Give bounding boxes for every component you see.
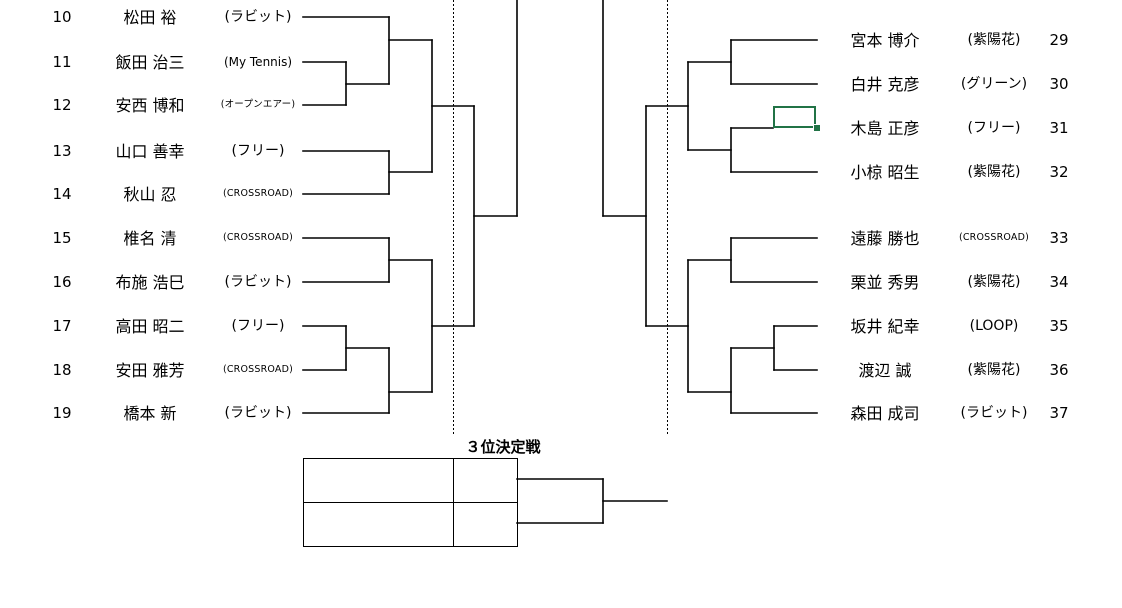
player-seed-number: 37	[1049, 404, 1069, 422]
player-name: 坂井 紀幸	[850, 317, 920, 336]
player-club: (フリー)	[231, 318, 285, 334]
player-name: 宮本 博介	[850, 31, 920, 50]
player-name: 秋山 忍	[123, 185, 177, 204]
player-club: (紫陽花)	[967, 32, 1021, 48]
player-club: (My Tennis)	[223, 55, 293, 69]
player-seed-number: 29	[1049, 31, 1069, 49]
player-seed-number: 13	[52, 142, 72, 160]
player-name: 椎名 清	[123, 229, 177, 248]
player-seed-number: 31	[1049, 119, 1069, 137]
player-name: 遠藤 勝也	[850, 229, 920, 248]
selected-cell[interactable]	[773, 106, 816, 128]
player-seed-number: 15	[52, 229, 72, 247]
player-name: 布施 浩巳	[115, 273, 185, 292]
player-name: 森田 成司	[850, 404, 920, 423]
player-name: 渡辺 誠	[858, 361, 912, 380]
player-club: (CROSSROAD)	[222, 364, 294, 375]
player-club: (グリーン)	[960, 76, 1028, 92]
third-place-score-cell[interactable]	[453, 458, 518, 503]
player-seed-number: 11	[52, 53, 72, 71]
player-seed-number: 16	[52, 273, 72, 291]
player-club: (オープンエアー)	[220, 99, 296, 110]
player-seed-number: 14	[52, 185, 72, 203]
player-club: (CROSSROAD)	[222, 188, 294, 199]
player-name: 安西 博和	[115, 96, 185, 115]
player-seed-number: 18	[52, 361, 72, 379]
player-name: 松田 裕	[123, 8, 177, 27]
player-club: (ラビット)	[224, 274, 292, 290]
player-seed-number: 35	[1049, 317, 1069, 335]
player-club: (紫陽花)	[967, 362, 1021, 378]
player-name: 栗並 秀男	[850, 273, 920, 292]
player-seed-number: 30	[1049, 75, 1069, 93]
player-club: (紫陽花)	[967, 274, 1021, 290]
fill-handle[interactable]	[813, 124, 821, 132]
player-club: (CROSSROAD)	[222, 232, 294, 243]
player-name: 橋本 新	[123, 404, 177, 423]
player-seed-number: 17	[52, 317, 72, 335]
player-seed-number: 19	[52, 404, 72, 422]
player-name: 高田 昭二	[115, 317, 185, 336]
player-club: (ラビット)	[960, 405, 1028, 421]
third-place-cell[interactable]	[303, 458, 454, 503]
player-club: (フリー)	[231, 143, 285, 159]
player-name: 飯田 治三	[115, 53, 185, 72]
player-name: 山口 善幸	[115, 142, 185, 161]
player-club: (紫陽花)	[967, 164, 1021, 180]
player-club: (ラビット)	[224, 405, 292, 421]
player-seed-number: 36	[1049, 361, 1069, 379]
third-place-score-cell[interactable]	[453, 502, 518, 547]
player-name: 安田 雅芳	[115, 361, 185, 380]
player-club: (フリー)	[967, 120, 1021, 136]
player-name: 白井 克彦	[850, 75, 920, 94]
player-seed-number: 32	[1049, 163, 1069, 181]
player-seed-number: 34	[1049, 273, 1069, 291]
player-name: 木島 正彦	[850, 119, 920, 138]
player-club: (ラビット)	[224, 9, 292, 25]
third-place-title: ３位決定戦	[465, 438, 541, 456]
third-place-table	[303, 458, 518, 547]
player-seed-number: 12	[52, 96, 72, 114]
player-club: (LOOP)	[969, 318, 1019, 334]
third-place-cell[interactable]	[303, 502, 454, 547]
player-name: 小椋 昭生	[850, 163, 920, 182]
player-seed-number: 10	[52, 8, 72, 26]
player-club: (CROSSROAD)	[958, 232, 1030, 243]
player-seed-number: 33	[1049, 229, 1069, 247]
